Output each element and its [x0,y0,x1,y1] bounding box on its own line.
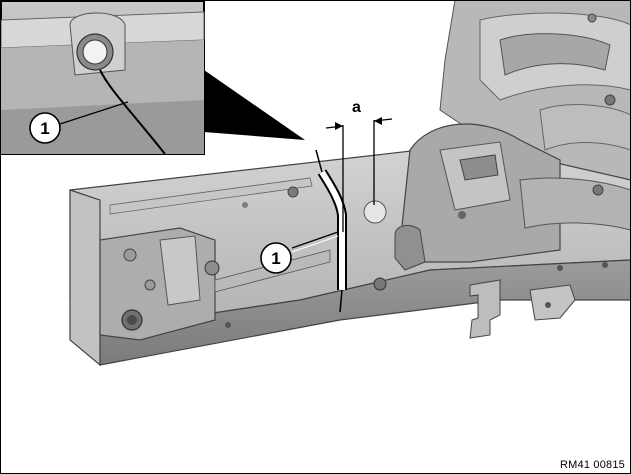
suspension-tower [394,123,631,271]
lower-bracket [469,279,576,339]
dimension-a: a [325,99,393,232]
cut-line [315,149,347,313]
callout-main: 1 [260,231,339,274]
figure-id: RM41 00815 [560,459,625,471]
callout-number: 1 [271,249,280,268]
detail-inset: 1 [0,0,305,155]
dimension-label: a [352,99,361,116]
detail-callout-number: 1 [40,119,49,138]
